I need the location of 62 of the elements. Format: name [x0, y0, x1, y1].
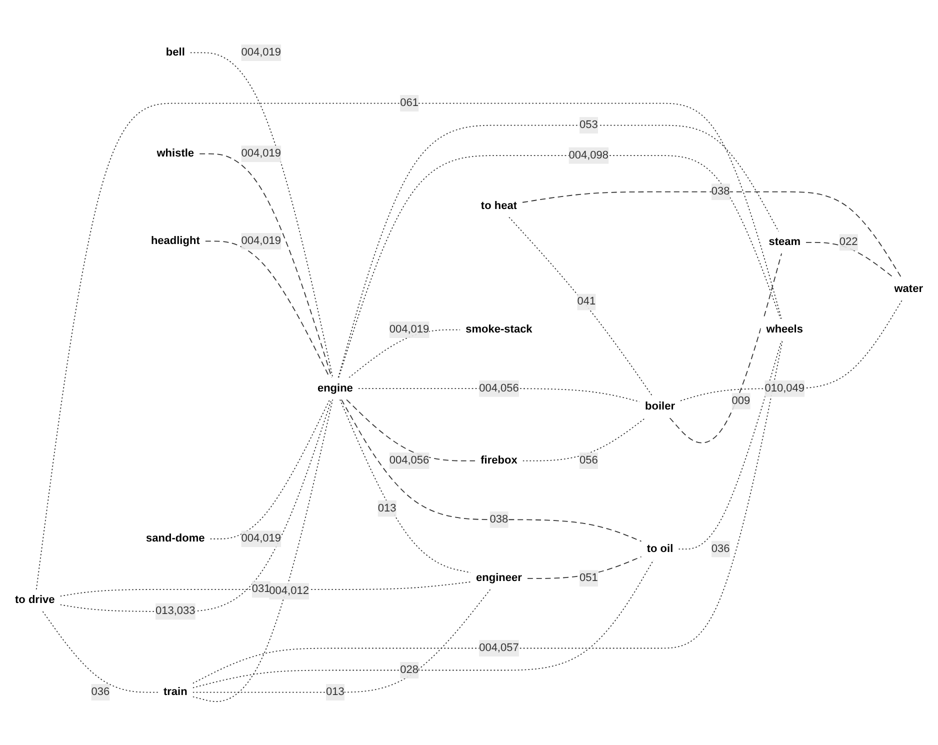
edge-label: 036: [91, 686, 110, 698]
node-text: water: [894, 283, 923, 295]
edge-label: 004,019: [241, 532, 281, 544]
node-text: to drive: [15, 594, 55, 606]
edge-label: 004,057: [479, 642, 519, 654]
node-text: bell: [166, 46, 185, 58]
connector: [678, 340, 782, 550]
edge-label: 004,012: [269, 585, 309, 597]
connector: [346, 399, 476, 462]
connector: [526, 556, 642, 579]
edge-label: 028: [400, 664, 418, 676]
node-text: to oil: [646, 542, 674, 555]
edge-label: 004,056: [479, 382, 519, 394]
node-text: firebox: [480, 454, 518, 466]
connector: [192, 399, 334, 702]
edge-label: 056: [579, 454, 598, 466]
edge-label: 031: [252, 583, 270, 595]
edge-label: 036: [711, 542, 730, 555]
node-text: boiler: [645, 400, 675, 412]
edge-label: 004,019: [241, 148, 281, 160]
edge-label: 004,019: [241, 46, 281, 58]
node-text: train: [163, 686, 188, 698]
edge-label: 038: [711, 186, 730, 198]
node-text: engine: [317, 382, 353, 394]
edge-label: 004,098: [568, 149, 609, 162]
edge-label: 022: [839, 236, 858, 248]
node-text: whistle: [156, 148, 194, 160]
connector: [192, 340, 783, 684]
connector: [210, 399, 330, 540]
connector: [190, 52, 334, 378]
connector: [42, 611, 158, 693]
connector: [680, 300, 902, 402]
connector: [508, 216, 653, 396]
connector: [522, 418, 646, 462]
node-text: smoke-stack: [466, 324, 532, 336]
node-text: to heat: [480, 200, 518, 212]
node-text: engineer: [476, 572, 522, 584]
edge-label: 053: [579, 119, 598, 131]
edge-label: 013: [378, 502, 396, 514]
edge-label: 051: [579, 572, 598, 584]
connector: [60, 399, 332, 612]
connector: [340, 399, 471, 574]
node-text: steam: [768, 236, 801, 248]
connector: [806, 242, 895, 279]
connector: [192, 588, 491, 693]
edge-label: 009: [732, 394, 750, 407]
edge-label: 004,056: [389, 454, 430, 466]
node-text: headlight: [150, 235, 200, 247]
connector: [522, 191, 902, 279]
edge-label: 061: [400, 97, 418, 109]
edge-label: 013,033: [156, 605, 196, 617]
connector: [192, 560, 654, 688]
edge-label: 004,019: [389, 324, 430, 336]
edge-label: 010,049: [764, 382, 805, 394]
edge-label: 041: [577, 296, 596, 308]
connector: [669, 252, 782, 444]
edge-label: 004,019: [241, 235, 281, 247]
edge-label: 038: [490, 513, 508, 526]
edge-label: 013: [326, 686, 344, 698]
connector: [199, 153, 332, 378]
node-text: sand-dome: [146, 532, 205, 544]
connector: [340, 399, 642, 542]
